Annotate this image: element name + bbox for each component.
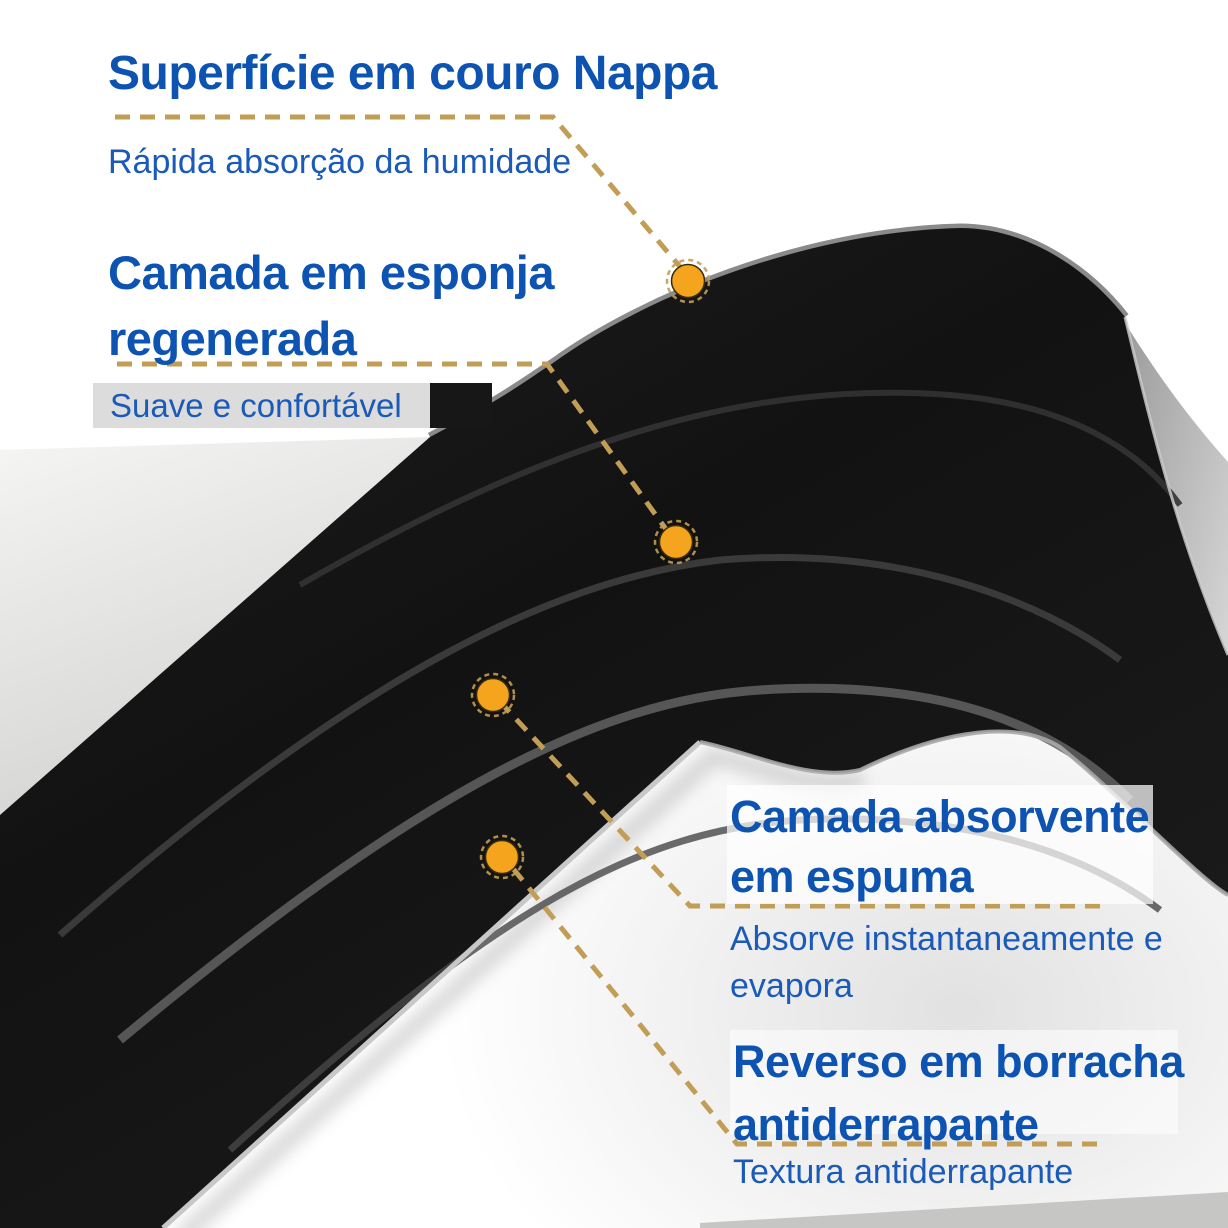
- callout-sponge-title-line1: Camada em esponja: [108, 246, 555, 299]
- foam-title-backdrop: [727, 785, 1153, 904]
- callout-rubber-title: Reverso em borracha antiderrapante: [733, 1030, 1184, 1156]
- callout-line-3: [500, 702, 1100, 909]
- mat-body: [0, 228, 1228, 1228]
- mat-right-edge-highlight: [1123, 316, 1228, 656]
- mat-layer-groove-1: [298, 389, 1183, 588]
- callout-nappa-title: Superfície em couro Nappa: [108, 47, 718, 100]
- callout-nappa-subtitle: Rápida absorção da humidade: [108, 143, 572, 181]
- callout-rubber-title-line2: antiderrapante: [733, 1099, 1039, 1150]
- mat-under-curve-edge: [699, 729, 1228, 897]
- callout-foam-title: Camada absorvente em espuma: [730, 787, 1150, 907]
- callout-line-2: [117, 361, 671, 534]
- mat-layer-groove-2: [57, 554, 1123, 938]
- callout-sponge-subtitle: Suave e confortável: [110, 387, 402, 424]
- callout-sponge-title-line2: regenerada: [108, 312, 357, 365]
- callout-rubber-title-line1: Reverso em borracha: [733, 1036, 1184, 1087]
- callout-line-4: [509, 864, 1097, 1147]
- callout-dot-4: [479, 834, 525, 880]
- rubber-title-backdrop: [730, 1030, 1178, 1134]
- callout-line-1: [115, 114, 684, 271]
- callout-foam-subtitle-line2: evapora: [730, 967, 853, 1005]
- mat-bottom-edge: [161, 740, 702, 1228]
- callout-foam-title-line1: Camada absorvente: [730, 791, 1150, 842]
- callout-foam-title-line2: em espuma: [730, 851, 974, 902]
- sponge-subtitle-banner: [93, 383, 430, 428]
- callout-dot-2: [653, 519, 699, 565]
- mat-layer-groove-3: [117, 683, 1134, 1044]
- callout-sponge-title: Camada em esponja regenerada: [108, 240, 555, 372]
- callout-dot-1: [665, 258, 711, 304]
- callout-dot-3: [470, 672, 516, 718]
- mat-bottom-right-surface: [700, 1192, 1228, 1228]
- mat-shadow: [177, 746, 867, 1228]
- callout-foam-subtitle: Absorve instantaneamente e evapora: [730, 916, 1163, 1010]
- callout-foam-subtitle-line1: Absorve instantaneamente e: [730, 920, 1163, 958]
- callout-rubber-subtitle: Textura antiderrapante: [733, 1153, 1074, 1191]
- masked-black-rectangle: [430, 383, 492, 428]
